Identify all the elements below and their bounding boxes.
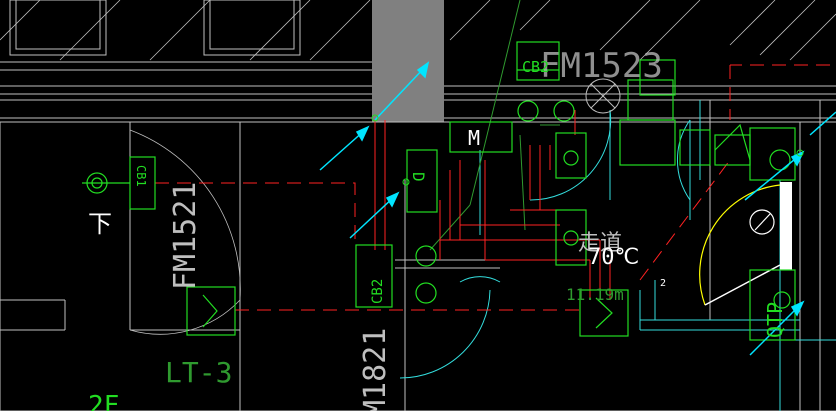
lower-fan-box [579, 289, 629, 337]
label-qtp: QTP [763, 302, 787, 338]
window-frame [0, 0, 836, 123]
box-cb2-bottom [355, 244, 393, 308]
lt3-box [186, 286, 236, 336]
label-fm1523: FM1523 [540, 46, 663, 86]
label-small-2: 2 [660, 278, 666, 289]
label-fm1521: FM1521 [168, 182, 203, 290]
structural-column [372, 0, 444, 122]
smoke-detector-icon [415, 245, 437, 267]
hatch-pattern-icon [0, 0, 836, 61]
label-cb1: CB1 [134, 165, 148, 187]
label-corridor: 走道 [578, 231, 622, 256]
label-m: M [468, 126, 480, 150]
door-swings [129, 129, 241, 335]
label-d: D [409, 172, 428, 182]
box-cb2-top [516, 41, 560, 81]
label-2f: 2F [88, 391, 119, 411]
label-lt3: LT-3 [165, 356, 232, 389]
node-dots [371, 114, 804, 186]
white-door-leaf [704, 264, 781, 306]
label-cb2-bottom: CB2 [370, 279, 386, 304]
label-m1821: M1821 [358, 328, 393, 411]
box-d [406, 149, 438, 213]
red-dashed-pipes [155, 64, 830, 311]
box-m [449, 121, 513, 153]
yellow-door-swing [699, 184, 781, 306]
fire-damper-icon [585, 78, 621, 114]
label-cb2-top: CB2 [522, 58, 549, 76]
white-door-panel [780, 182, 792, 270]
label-down: 下 [88, 210, 112, 238]
red-solid-pipes [374, 110, 611, 300]
cyan-doors [399, 100, 836, 411]
label-elevation: 11.19m [566, 285, 624, 304]
label-temp: 70℃ [588, 245, 639, 270]
